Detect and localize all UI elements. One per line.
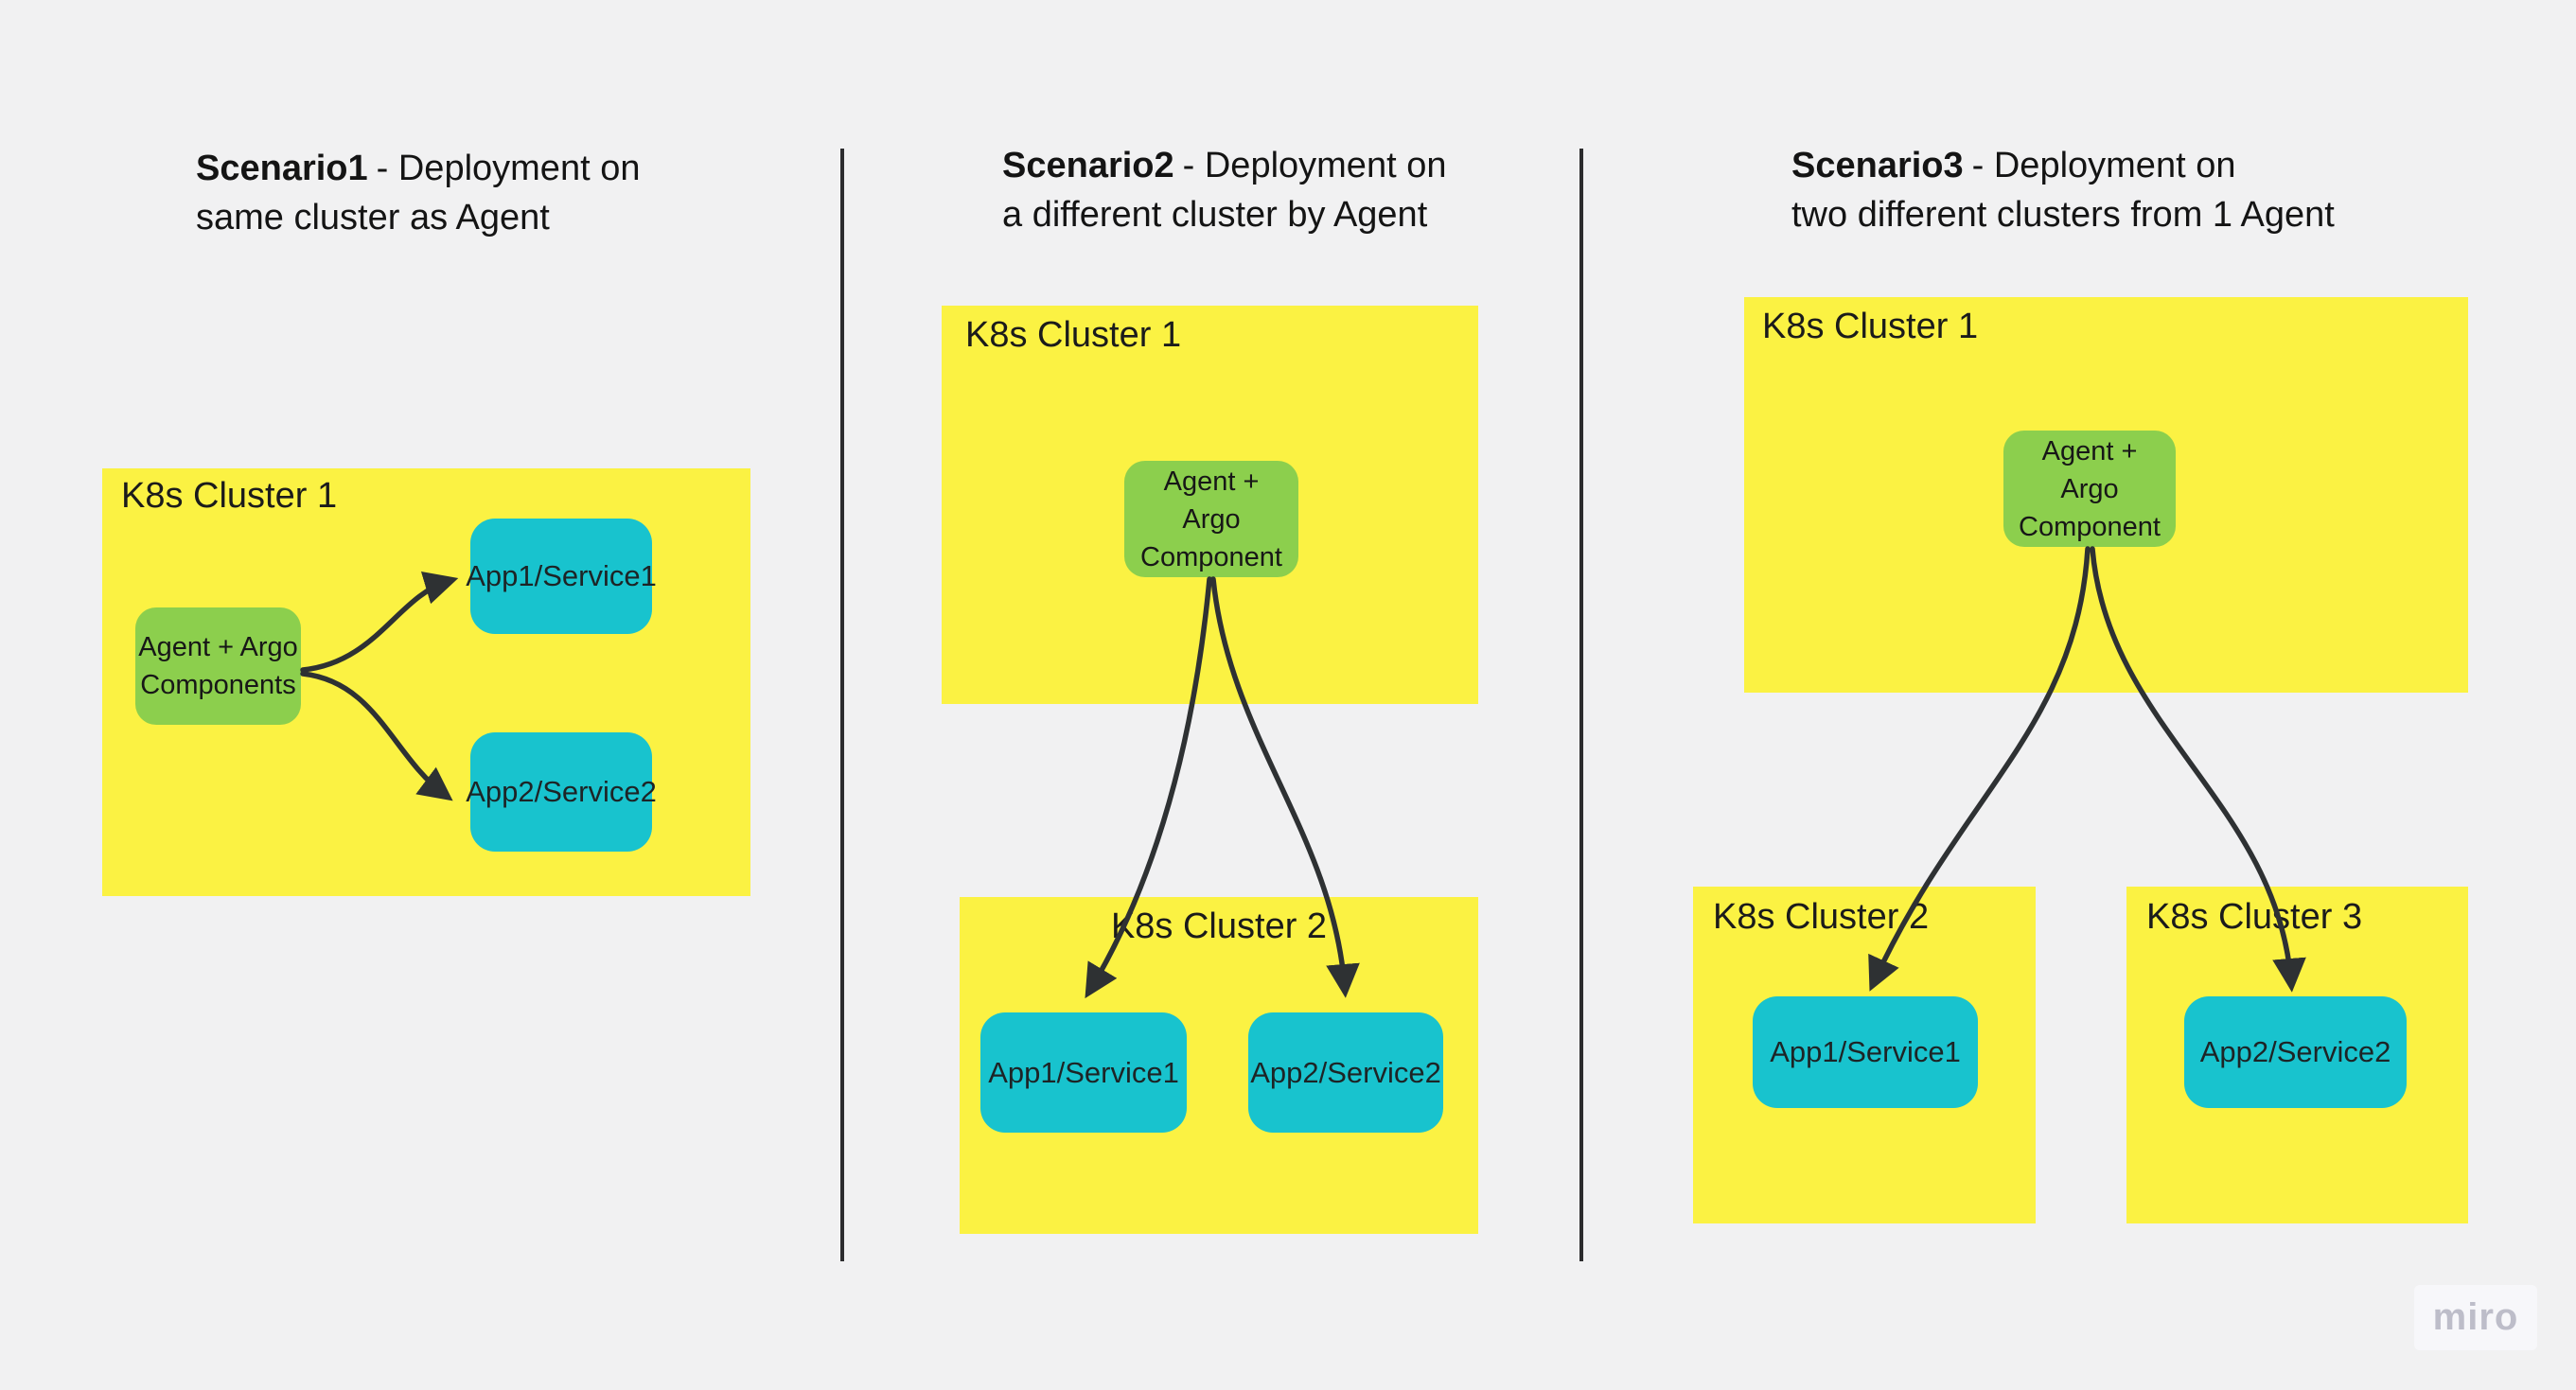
scenario3-title-line2: two different clusters from 1 Agent [1791, 195, 2335, 235]
scenario1-title[interactable]: Scenario1- Deployment on same cluster as… [196, 144, 640, 242]
s2-app2-box[interactable]: App2/Service2 [1248, 1012, 1443, 1133]
agent-label-line: Component [2019, 511, 2161, 542]
s3-app1-box[interactable]: App1/Service1 [1753, 996, 1978, 1108]
s2-cluster2-label: K8s Cluster 2 [1110, 906, 1328, 946]
scenario1-title-bold: Scenario1 [196, 149, 368, 188]
app-label: App1/Service1 [1770, 1035, 1961, 1068]
app-label: App2/Service2 [1250, 1055, 1441, 1089]
agent-label-line: Agent + Argo [138, 632, 298, 662]
s2-cluster1-label: K8s Cluster 1 [965, 315, 1182, 355]
app-label: App1/Service1 [466, 559, 657, 592]
s1-agent-box[interactable]: Agent + Argo Components [135, 607, 301, 725]
app-label: App1/Service1 [988, 1055, 1179, 1089]
agent-label-line: Argo [1182, 503, 1241, 535]
s3-cluster3-label: K8s Cluster 3 [2146, 897, 2363, 937]
s3-agent-box[interactable]: Agent + Argo Component [2003, 431, 2176, 547]
agent-label-line: Agent + [1163, 466, 1260, 497]
s1-app1-box[interactable]: App1/Service1 [466, 519, 657, 634]
scenario2-title-bold: Scenario2 [1002, 146, 1174, 185]
s3-cluster2-label: K8s Cluster 2 [1713, 897, 1930, 937]
agent-label-line: Component [1140, 541, 1282, 572]
agent-label-line: Argo [2060, 473, 2119, 504]
scenario2-title-line2: a different cluster by Agent [1002, 195, 1428, 235]
app-label: App2/Service2 [2199, 1035, 2391, 1068]
column-divider-1[interactable] [840, 149, 844, 1261]
scenario2-title-rest: - Deployment on [1182, 146, 1447, 185]
agent-label-line: Agent + [2041, 435, 2138, 466]
scenario1-title-line1: Scenario1- Deployment on [196, 144, 640, 193]
s3-cluster1-label: K8s Cluster 1 [1762, 307, 1979, 346]
scenario3-title-bold: Scenario3 [1791, 146, 1964, 185]
s2-app1-box[interactable]: App1/Service1 [980, 1012, 1187, 1133]
scenario1-title-rest: - Deployment on [376, 149, 641, 188]
scenario3-title-rest: - Deployment on [1971, 146, 2236, 185]
scenario3-title[interactable]: Scenario3- Deployment on two different c… [1791, 141, 2335, 239]
s1-cluster1-label: K8s Cluster 1 [121, 476, 338, 516]
s3-app2-box[interactable]: App2/Service2 [2184, 996, 2407, 1108]
agent-label-line: Components [140, 670, 296, 700]
s1-app2-box[interactable]: App2/Service2 [466, 732, 657, 852]
scenario2-title-line1: Scenario2- Deployment on [1002, 141, 1446, 190]
column-divider-2[interactable] [1579, 149, 1583, 1261]
scenario3-title-line1: Scenario3- Deployment on [1791, 141, 2335, 190]
scenario2-title[interactable]: Scenario2- Deployment on a different clu… [1002, 141, 1446, 239]
miro-watermark[interactable]: miro [2414, 1285, 2537, 1350]
miro-watermark-text: miro [2432, 1296, 2519, 1338]
app-label: App2/Service2 [466, 775, 657, 808]
scenario1-title-line2: same cluster as Agent [196, 198, 550, 238]
s2-agent-box[interactable]: Agent + Argo Component [1124, 461, 1298, 577]
